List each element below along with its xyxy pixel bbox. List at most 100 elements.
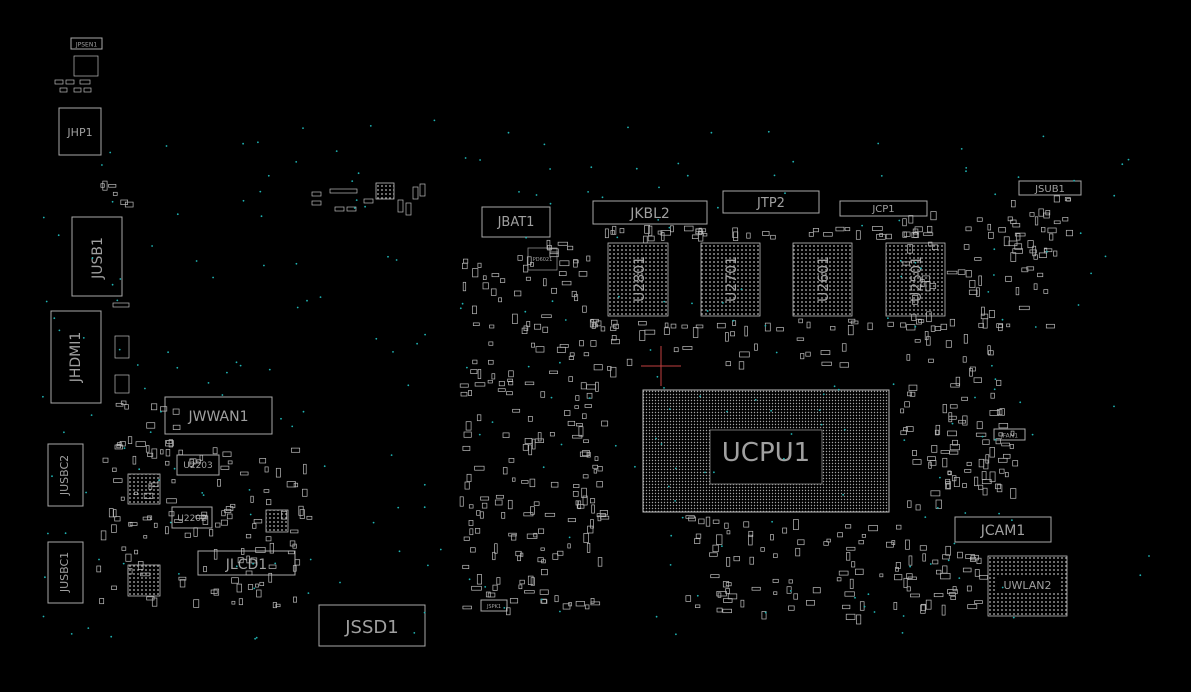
passive-pad[interactable] xyxy=(725,361,731,367)
passive-pad[interactable] xyxy=(836,577,842,582)
connector-jhdmi1[interactable]: JHDMI1 xyxy=(50,310,102,404)
passive-pad[interactable] xyxy=(491,273,500,278)
passive-pad[interactable] xyxy=(920,604,926,614)
passive-pad[interactable] xyxy=(491,373,496,380)
passive-pad[interactable] xyxy=(664,322,669,328)
passive-pad[interactable] xyxy=(168,439,173,448)
passive-pad[interactable] xyxy=(812,228,819,233)
passive-pad[interactable] xyxy=(770,534,774,541)
passive-pad[interactable] xyxy=(463,536,470,541)
passive-pad[interactable] xyxy=(114,516,121,522)
passive-pad[interactable] xyxy=(165,449,171,457)
passive-pad[interactable] xyxy=(112,467,117,472)
passive-pad[interactable] xyxy=(576,423,583,427)
passive-pad[interactable] xyxy=(212,447,218,455)
passive-pad[interactable] xyxy=(481,502,488,509)
passive-pad[interactable] xyxy=(238,598,243,606)
passive-pad[interactable] xyxy=(772,578,779,583)
passive-pad[interactable] xyxy=(934,429,940,436)
connector-jsub1[interactable]: JSUB1 xyxy=(1018,180,1082,196)
passive-pad[interactable] xyxy=(268,572,273,583)
passive-pad[interactable] xyxy=(582,450,590,457)
passive-pad[interactable] xyxy=(957,551,963,559)
passive-pad[interactable] xyxy=(698,227,702,236)
passive-pad[interactable] xyxy=(1029,249,1037,254)
passive-pad[interactable] xyxy=(1043,248,1053,253)
passive-pad[interactable] xyxy=(213,588,220,596)
passive-pad[interactable] xyxy=(146,422,156,429)
passive-pad[interactable] xyxy=(487,592,496,598)
passive-pad[interactable] xyxy=(576,504,585,509)
passive-pad[interactable] xyxy=(482,275,487,280)
passive-pad[interactable] xyxy=(546,239,551,250)
passive-pad[interactable] xyxy=(287,550,295,555)
passive-pad[interactable] xyxy=(537,432,542,442)
passive-pad[interactable] xyxy=(495,494,504,499)
passive-pad[interactable] xyxy=(1010,430,1015,436)
passive-pad[interactable] xyxy=(590,340,597,347)
passive-pad[interactable] xyxy=(526,533,538,539)
passive-pad[interactable] xyxy=(670,225,674,233)
passive-pad[interactable] xyxy=(600,515,610,520)
passive-pad[interactable] xyxy=(685,515,695,519)
passive-pad[interactable] xyxy=(712,519,720,524)
passive-pad[interactable] xyxy=(760,547,765,552)
connector-jusb1[interactable]: JUSB1 xyxy=(71,216,123,297)
passive-pad[interactable] xyxy=(903,231,911,237)
connector-jkbl2[interactable]: JKBL2 xyxy=(592,200,708,225)
module-uwlan2[interactable]: UWLAN2 xyxy=(987,555,1068,617)
passive-pad[interactable] xyxy=(941,604,946,616)
passive-pad[interactable] xyxy=(1009,444,1014,449)
passive-pad[interactable] xyxy=(253,519,263,524)
passive-pad[interactable] xyxy=(909,391,916,397)
passive-pad[interactable] xyxy=(459,383,469,388)
passive-pad[interactable] xyxy=(557,550,564,556)
passive-pad[interactable] xyxy=(526,321,531,328)
passive-pad[interactable] xyxy=(487,379,493,384)
passive-pad[interactable] xyxy=(189,458,197,465)
passive-pad[interactable] xyxy=(256,589,262,598)
passive-pad[interactable] xyxy=(554,595,559,603)
passive-pad[interactable] xyxy=(856,614,862,625)
passive-pad[interactable] xyxy=(861,534,866,538)
passive-pad[interactable] xyxy=(527,575,534,585)
passive-pad[interactable] xyxy=(975,287,980,297)
passive-pad[interactable] xyxy=(695,228,707,233)
passive-pad[interactable] xyxy=(178,576,187,581)
passive-pad[interactable] xyxy=(492,584,498,591)
passive-pad[interactable] xyxy=(179,579,186,588)
passive-pad[interactable] xyxy=(112,191,118,196)
passive-pad[interactable] xyxy=(146,596,155,601)
passive-pad[interactable] xyxy=(464,481,470,490)
passive-pad[interactable] xyxy=(524,381,535,386)
passive-pad[interactable] xyxy=(744,325,748,337)
passive-pad[interactable] xyxy=(868,525,878,532)
passive-pad[interactable] xyxy=(213,549,218,560)
passive-pad[interactable] xyxy=(275,603,281,608)
passive-pad[interactable] xyxy=(102,180,108,191)
passive-pad[interactable] xyxy=(995,438,1001,445)
passive-pad[interactable] xyxy=(982,487,988,496)
passive-pad[interactable] xyxy=(121,546,127,551)
passive-pad[interactable] xyxy=(1029,212,1035,217)
passive-pad[interactable] xyxy=(709,552,718,557)
passive-pad[interactable] xyxy=(108,508,114,518)
passive-pad[interactable] xyxy=(143,492,154,499)
passive-pad[interactable] xyxy=(835,226,845,232)
passive-pad[interactable] xyxy=(184,532,191,538)
passive-pad[interactable] xyxy=(967,604,978,610)
passive-pad[interactable] xyxy=(512,313,518,324)
passive-pad[interactable] xyxy=(776,327,784,332)
passive-pad[interactable] xyxy=(949,450,959,455)
passive-pad[interactable] xyxy=(930,490,941,497)
passive-pad[interactable] xyxy=(592,323,598,328)
passive-pad[interactable] xyxy=(963,244,970,250)
passive-pad[interactable] xyxy=(573,484,580,488)
passive-pad[interactable] xyxy=(523,325,529,331)
passive-pad[interactable] xyxy=(521,480,529,484)
passive-pad[interactable] xyxy=(544,512,556,517)
passive-pad[interactable] xyxy=(660,230,671,236)
passive-pad[interactable] xyxy=(695,533,702,539)
passive-pad[interactable] xyxy=(925,599,932,610)
passive-pad[interactable] xyxy=(524,438,533,444)
